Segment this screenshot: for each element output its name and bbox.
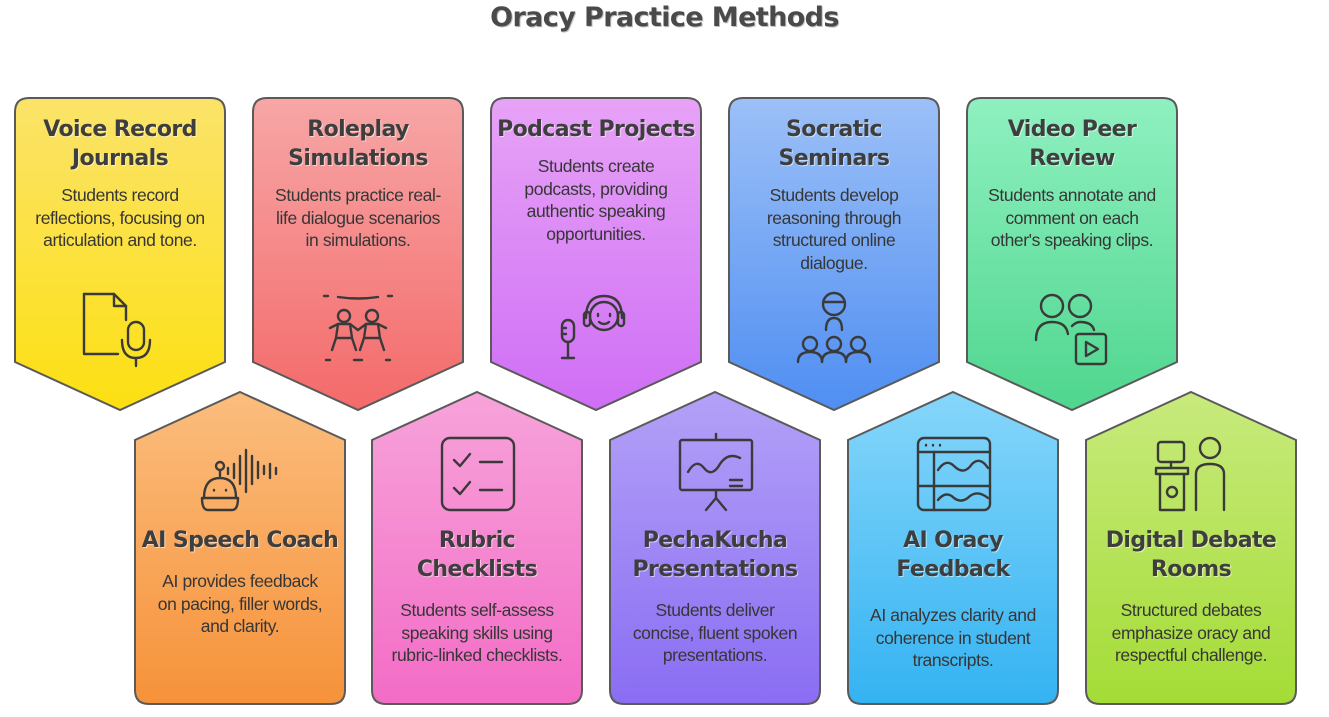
- card-rubric-checklists: Rubric Checklists Students self-assess s…: [377, 526, 577, 667]
- document-microphone-icon: [82, 292, 152, 368]
- card-shape-roleplay-simulations: [252, 97, 464, 412]
- card-digital-debate-rooms: Digital Debate Rooms Structured debates …: [1091, 526, 1291, 667]
- card-shape-pechakucha-presentations: [609, 390, 821, 705]
- card-description: Students develop reasoning through struc…: [766, 185, 902, 273]
- card-title: Digital Debate Rooms: [1105, 528, 1277, 582]
- roleplay-people-icon: [322, 294, 394, 362]
- card-shape-video-peer-review: [966, 97, 1178, 412]
- card-description: Students deliver concise, fluent spoken …: [632, 600, 798, 665]
- robot-soundwave-icon: [200, 448, 278, 512]
- card-description: AI analyzes clarity and coherence in stu…: [870, 605, 1036, 670]
- card-title: Podcast Projects: [497, 117, 695, 142]
- card-description: Students practice real-life dialogue sce…: [275, 185, 441, 250]
- card-title: AI Oracy Feedback: [896, 528, 1010, 582]
- card-description: Students self-assess speaking skills usi…: [391, 600, 563, 665]
- card-podcast-projects: Podcast Projects Students create podcast…: [496, 115, 696, 245]
- analytics-window-icon: [916, 436, 992, 512]
- debate-podium-icon: [1154, 436, 1226, 512]
- card-video-peer-review: Video Peer Review Students annotate and …: [972, 115, 1172, 252]
- card-voice-record-journals: Voice Record Journals Students record re…: [20, 115, 220, 252]
- card-description: Students record reflections, focusing on…: [35, 185, 205, 250]
- card-title: PechaKucha Presentations: [632, 528, 798, 582]
- card-roleplay-simulations: Roleplay Simulations Students practice r…: [258, 115, 458, 252]
- presentation-board-icon: [678, 432, 754, 512]
- card-shape-ai-speech-coach: [134, 390, 346, 705]
- card-socratic-seminars: Socratic Seminars Students develop reaso…: [734, 115, 934, 274]
- card-title: Voice Record Journals: [43, 117, 197, 171]
- card-ai-oracy-feedback: AI Oracy Feedback AI analyzes clarity an…: [853, 526, 1053, 672]
- checklist-icon: [440, 436, 516, 512]
- page-title: Oracy Practice Methods: [490, 2, 839, 33]
- card-shape-digital-debate-rooms: [1085, 390, 1297, 705]
- card-description: AI provides feedback on pacing, filler w…: [157, 571, 323, 636]
- card-description: Structured debates emphasize oracy and r…: [1111, 600, 1271, 665]
- card-ai-speech-coach: AI Speech Coach AI provides feedback on …: [140, 526, 340, 638]
- card-shape-rubric-checklists: [371, 390, 583, 705]
- card-title: Rubric Checklists: [416, 528, 538, 582]
- card-shape-voice-record-journals: [14, 97, 226, 412]
- card-title: Video Peer Review: [1007, 117, 1137, 171]
- card-pechakucha-presentations: PechaKucha Presentations Students delive…: [615, 526, 815, 667]
- card-description: Students annotate and comment on each ot…: [988, 185, 1156, 250]
- card-title: AI Speech Coach: [141, 528, 339, 553]
- card-shape-podcast-projects: [490, 97, 702, 412]
- seminar-group-icon: [796, 291, 872, 364]
- card-title: Roleplay Simulations: [288, 117, 428, 171]
- card-shape-ai-oracy-feedback: [847, 390, 1059, 705]
- peers-video-icon: [1034, 293, 1108, 366]
- card-description: Students create podcasts, providing auth…: [524, 156, 668, 244]
- podcaster-headset-icon: [560, 294, 626, 360]
- card-title: Socratic Seminars: [778, 117, 890, 171]
- card-shape-socratic-seminars: [728, 97, 940, 412]
